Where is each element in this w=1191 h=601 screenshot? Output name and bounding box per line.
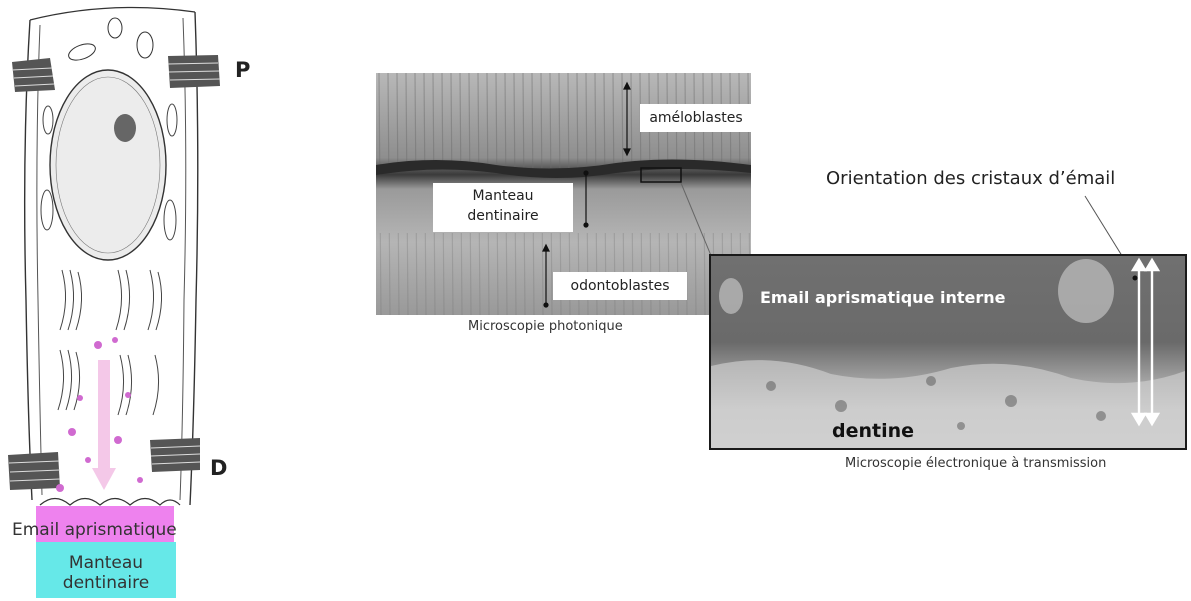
tem-email-label: Email aprismatique interne <box>760 288 1005 307</box>
orientation-label: Orientation des cristaux d’émail <box>826 168 1115 189</box>
dentine-label: dentine <box>832 420 914 442</box>
tem-micrograph-image <box>711 256 1185 448</box>
tem-micrograph <box>709 254 1187 450</box>
tem-caption: Microscopie électronique à transmission <box>845 456 1106 471</box>
